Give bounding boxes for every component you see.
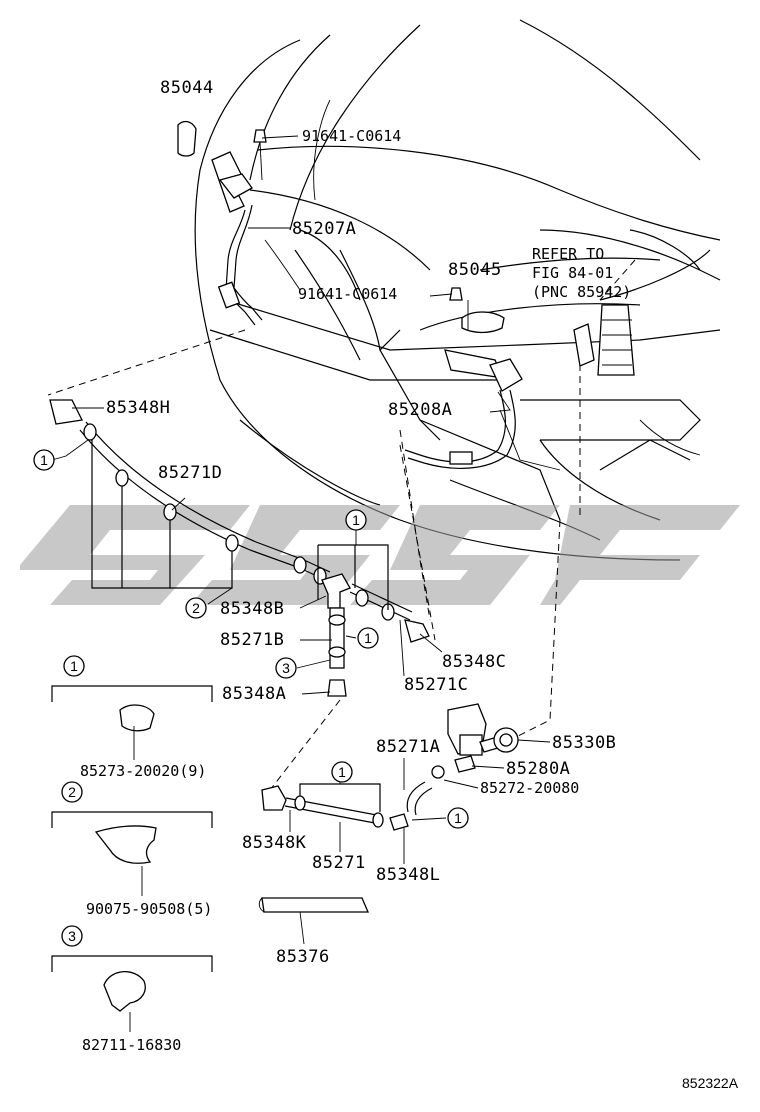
label-85280A: 85280A [506, 759, 570, 779]
legend-callout-3: 3 [68, 928, 76, 944]
screw-91641-mid [449, 287, 463, 301]
label-85376: 85376 [276, 947, 330, 967]
legend-part-2: 90075-90508(5) [86, 900, 212, 918]
refer-note-line-2: FIG 84-01 [532, 264, 613, 282]
tee-85348B [321, 573, 351, 609]
label-85330B: 85330B [552, 733, 616, 753]
callout-1-hose: 1 [40, 452, 48, 468]
connector-85348L [389, 813, 409, 831]
label-85271C: 85271C [404, 675, 468, 695]
hose-85271D [49, 399, 331, 589]
callout-1-branch: 1 [364, 630, 372, 646]
callout-1-tee: 1 [352, 512, 360, 528]
nozzle-85208A [404, 287, 635, 469]
diagram-id: 852322A [682, 1075, 739, 1091]
label-91641-mid: 91641-C0614 [298, 285, 397, 303]
label-85272: 85272-20080 [480, 779, 579, 797]
label-85348B: 85348B [220, 599, 284, 619]
label-85271D: 85271D [158, 463, 222, 483]
connector-85348H [49, 399, 83, 425]
label-leaders [51, 135, 551, 945]
hose-85271 [258, 783, 384, 913]
label-85271: 85271 [312, 853, 366, 873]
clip-90075-icon [94, 825, 157, 864]
label-85207A: 85207A [292, 219, 356, 239]
callout-3-branch: 3 [282, 660, 290, 676]
part-labels: 85044 91641-C0614 85207A REFER TO FIG 84… [80, 78, 739, 1091]
refer-note-line-1: REFER TO [532, 245, 604, 263]
legend-callout-1: 1 [70, 658, 78, 674]
clamp-82711-icon [103, 971, 146, 1012]
label-85348C: 85348C [442, 652, 506, 672]
legend-part-1: 85273-20020(9) [80, 762, 206, 780]
legend-callout-2: 2 [68, 784, 76, 800]
nozzle-85207A [177, 120, 267, 326]
label-85348A: 85348A [222, 684, 286, 704]
dashed-leaders [47, 259, 636, 791]
callouts: 1 2 1 1 3 1 1 1 2 3 [33, 449, 469, 947]
label-85208A: 85208A [388, 400, 452, 420]
connector-85348K [261, 785, 287, 811]
label-85271B: 85271B [220, 630, 284, 650]
label-85348L: 85348L [376, 865, 440, 885]
car-front-outline [194, 19, 721, 561]
legend-part-3: 82711-16830 [82, 1036, 181, 1054]
label-85044: 85044 [160, 78, 214, 98]
cap-85045 [461, 311, 505, 334]
hose-85376 [261, 897, 369, 913]
clip-85272 [431, 765, 445, 779]
callout-1-pump: 1 [454, 810, 462, 826]
label-85045: 85045 [448, 260, 502, 280]
label-85348K: 85348K [242, 833, 307, 853]
legend-frames [51, 685, 213, 1032]
connector-85348A [327, 679, 347, 697]
watermark-logo [20, 505, 740, 605]
screw-91641-top [253, 129, 267, 143]
cap-85044 [177, 120, 197, 157]
label-85271A: 85271A [376, 737, 440, 757]
refer-note-line-3: (PNC 85942) [532, 283, 631, 301]
callout-2-hose: 2 [192, 600, 200, 616]
label-85348H: 85348H [106, 398, 170, 418]
clamp-85273-icon [119, 704, 155, 732]
callout-1-lower: 1 [338, 764, 346, 780]
label-91641-top: 91641-C0614 [302, 127, 401, 145]
